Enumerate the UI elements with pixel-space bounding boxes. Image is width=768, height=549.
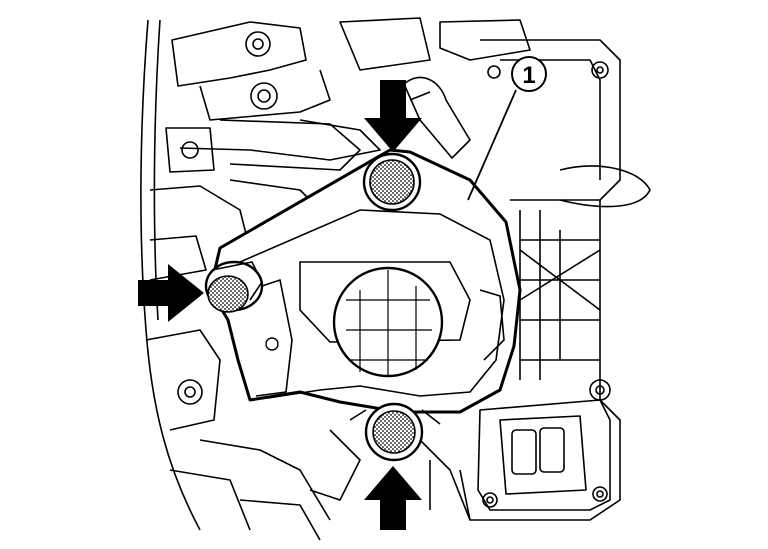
mount-bracket [208, 148, 522, 414]
bolt-top [362, 152, 422, 212]
bolt-left [204, 260, 264, 313]
engine-background-linework [140, 17, 651, 541]
callout-label: 1 [522, 62, 535, 89]
arrow-up-icon [364, 466, 422, 530]
arrow-right-icon [138, 264, 204, 322]
callout-circle [511, 56, 547, 92]
callout-leader-line [467, 89, 517, 201]
callout-1: 1 [467, 56, 547, 201]
bolt-bottom [349, 402, 441, 462]
bracket-rib [239, 209, 505, 399]
arrow-down-icon [364, 80, 422, 152]
